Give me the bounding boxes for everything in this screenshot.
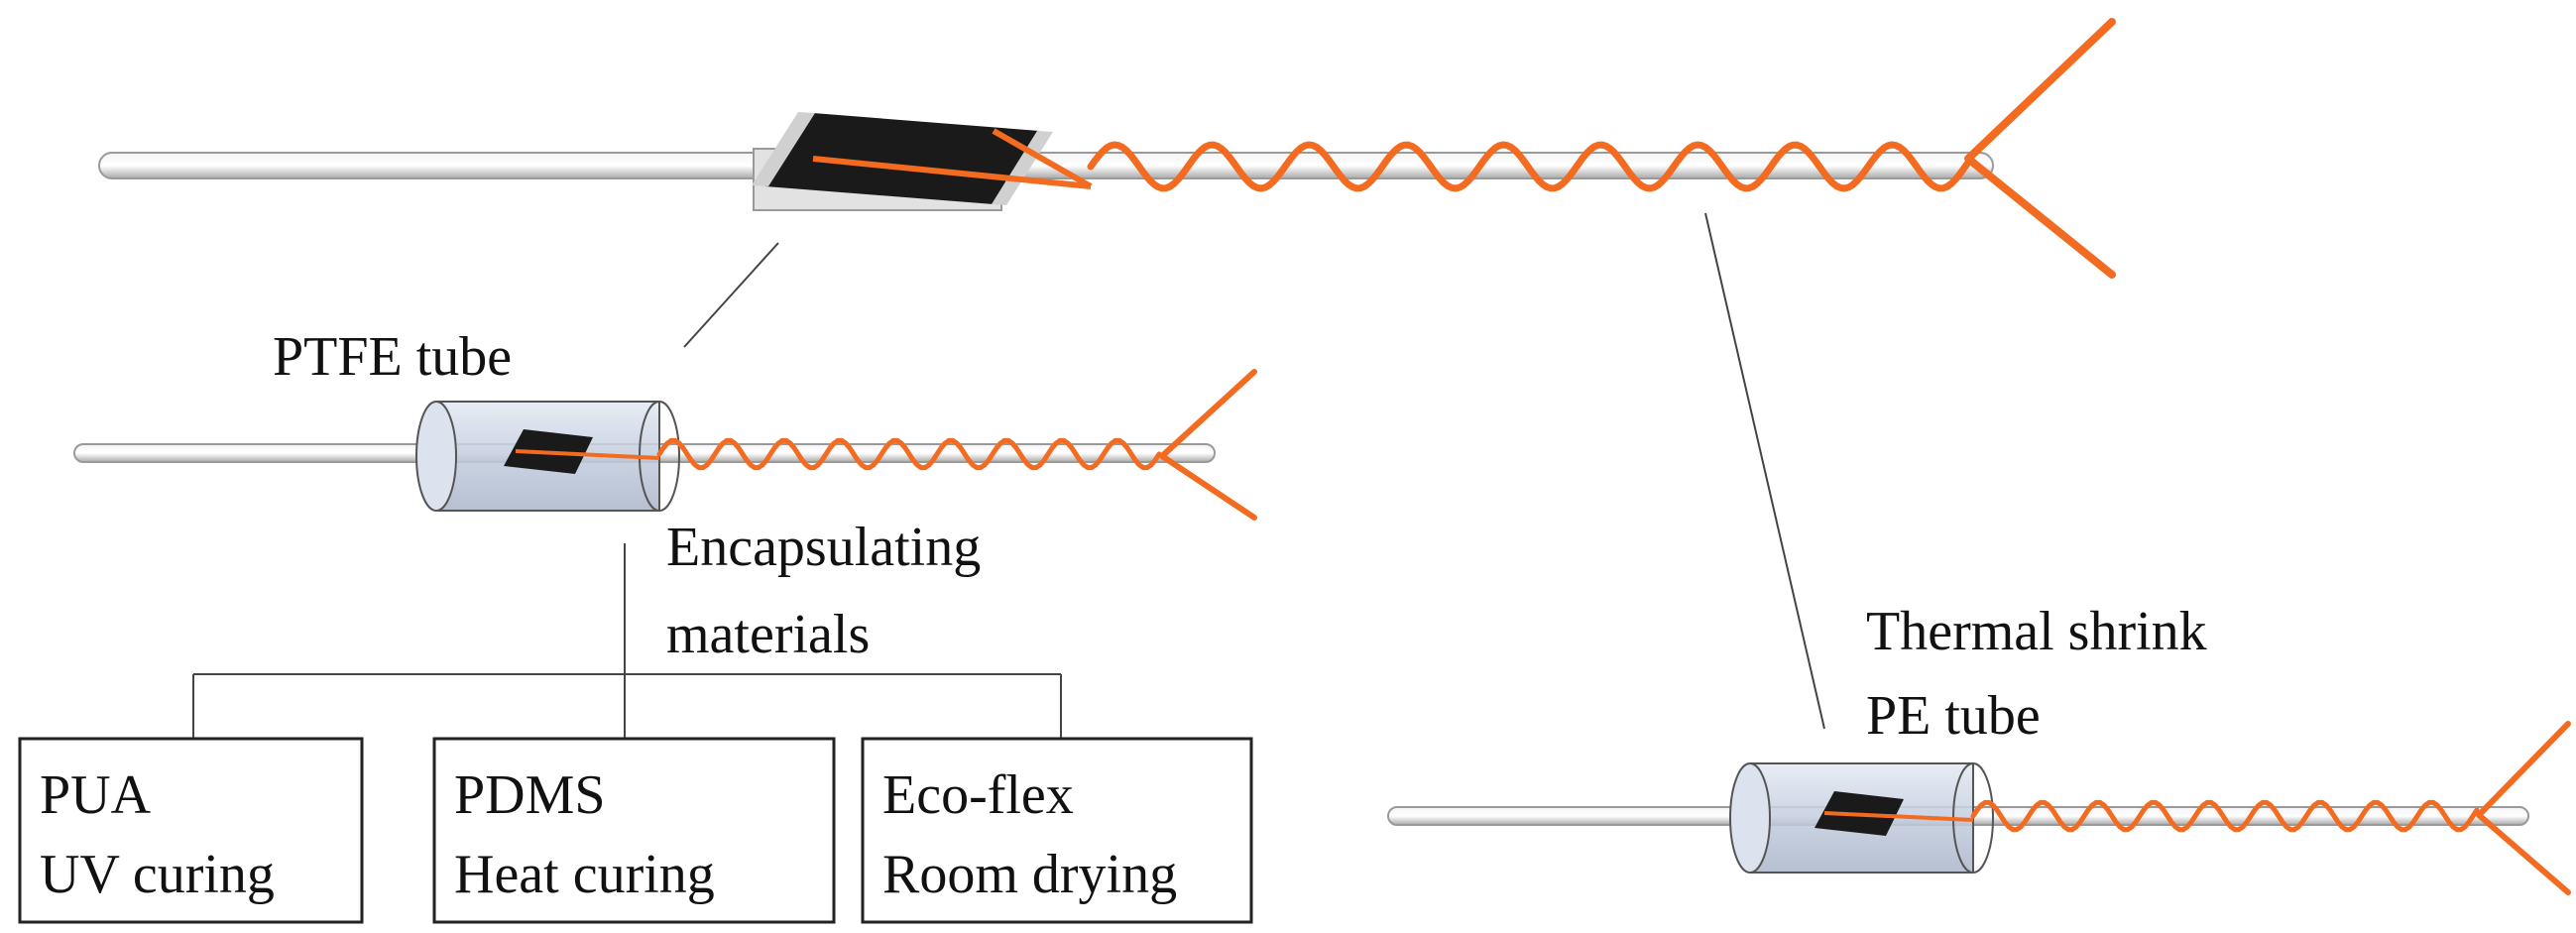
ptfe-tube-left-end: [415, 401, 457, 512]
encapsulating-label-line2: materials: [666, 604, 870, 665]
pe-wire-fork: [2476, 721, 2571, 895]
thermal-shrink-label-line1: Thermal shrink: [1866, 601, 2207, 662]
main-chip-electrode-left: [752, 112, 815, 186]
material-name: PUA: [40, 764, 152, 826]
main-sensor-assembly: [98, 18, 2116, 279]
connector-line-ptfe: [683, 242, 779, 348]
ptfe-coiled-wire: [656, 437, 1162, 471]
main-wire-fork: [1964, 18, 2116, 279]
main-coiled-wire: [1087, 141, 1971, 192]
main-sensor-chip: [765, 113, 1039, 204]
connector-line-pe: [1704, 212, 1825, 730]
pe-tube-left-end: [1729, 762, 1771, 874]
pe-coiled-wire: [1970, 799, 2480, 833]
pe-lead-wire: [1823, 811, 1974, 822]
material-box-pua: PUA UV curing: [18, 737, 364, 924]
material-name: PDMS: [454, 764, 606, 826]
main-rod: [98, 152, 1994, 179]
material-name: Eco-flex: [882, 764, 1074, 826]
material-box-pdms: PDMS Heat curing: [432, 737, 836, 924]
material-box-ecoflex: Eco-flex Room drying: [861, 737, 1253, 924]
ptfe-wire-fork: [1159, 369, 1257, 521]
pe-tube-assembly: [1387, 721, 2571, 895]
encapsulating-label-line1: Encapsulating: [666, 517, 981, 578]
materials-tree: [192, 543, 1062, 739]
ptfe-lead-wire: [515, 449, 660, 460]
ptfe-tube-assembly: [73, 369, 1257, 521]
main-lead-wire-2: [992, 128, 1093, 189]
main-lead-wire-1: [812, 156, 1092, 189]
material-curing: Heat curing: [454, 844, 715, 905]
material-curing: UV curing: [40, 844, 275, 905]
main-chip-electrode-right: [992, 131, 1053, 205]
pe-tube-label-line2: PE tube: [1866, 685, 2041, 747]
ptfe-tube-label: PTFE tube: [273, 326, 512, 388]
material-curing: Room drying: [882, 844, 1177, 905]
